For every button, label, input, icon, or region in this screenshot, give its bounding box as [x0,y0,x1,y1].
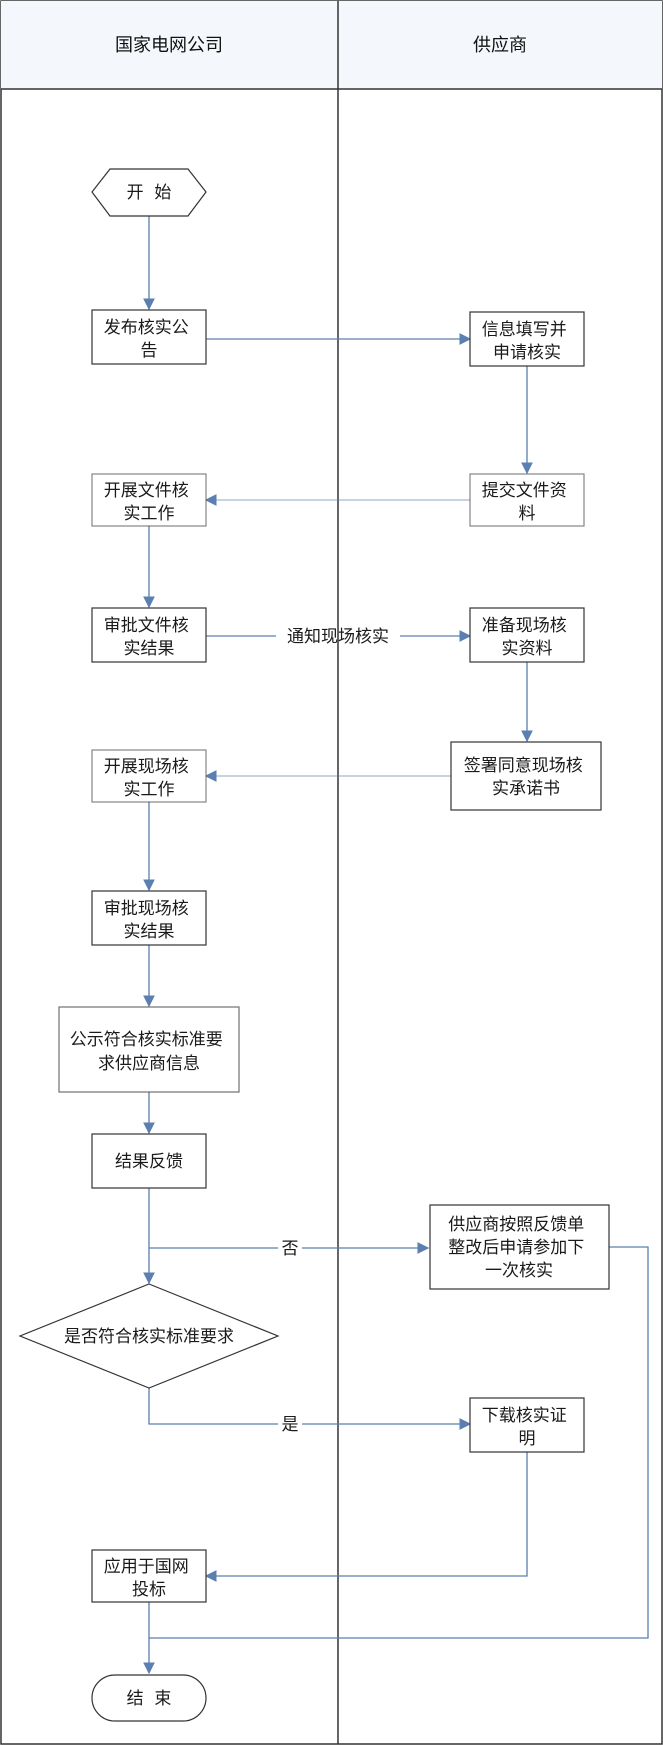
svg-text:开展现场核 实工作: 开展现场核 实工作 [104,757,194,800]
node-submit-docs: 提交文件资 料 [469,473,585,527]
node-doc-verify-line1: 开展文件核 [104,481,189,501]
node-site-verify-line1: 开展现场核 [104,757,189,777]
node-submit-docs-line2: 料 [519,504,536,524]
edge-download-to-applybid [204,1452,528,1582]
node-apply-bid-line1: 应用于国网 [104,1557,189,1577]
node-fill-apply-line2: 申请核实 [493,343,561,363]
node-fill-apply: 信息填写并 申请核实 [469,311,585,367]
node-publicize-line1: 公示符合核实标准要 [70,1030,223,1050]
node-doc-verify: 开展文件核 实工作 [91,473,207,527]
node-doc-approve: 审批文件核 实结果 [91,607,207,663]
svg-text:签署同意现场核 实承诺书: 签署同意现场核 实承诺书 [464,756,588,799]
node-publicize: 公示符合核实标准要 求供应商信息 [58,1006,240,1093]
node-submit-docs-line1: 提交文件资 [482,481,567,501]
node-end-label: 结 束 [127,1689,172,1709]
node-download-line2: 明 [519,1429,536,1449]
edge-label-notify-site: 通知现场核实 [287,627,389,647]
svg-text:下载核实证 明: 下载核实证 明 [482,1406,572,1449]
node-site-verify: 开展现场核 实工作 [91,749,207,803]
svg-text:应用于国网 投标: 应用于国网 投标 [104,1557,194,1600]
node-prep-site: 准备现场核 实资料 [469,607,585,663]
node-sign-pledge-line2: 实承诺书 [492,779,560,799]
node-doc-verify-line2: 实工作 [124,504,175,524]
node-site-approve: 审批现场核 实结果 [91,890,207,946]
svg-text:公示符合核实标准要 求供应商信息: 公示符合核实标准要 求供应商信息 [70,1030,228,1074]
lane-title-supplier: 供应商 [473,35,527,56]
edge-label-yes: 是 [282,1415,299,1435]
node-publish: 发布核实公 告 [91,309,207,365]
node-doc-approve-line2: 实结果 [124,639,175,659]
node-fill-apply-line1: 信息填写并 [482,320,567,340]
node-site-verify-line2: 实工作 [124,780,175,800]
svg-text:审批文件核 实结果: 审批文件核 实结果 [104,616,194,659]
node-publicize-line2: 求供应商信息 [98,1054,200,1074]
edge-label-no: 否 [282,1239,299,1259]
node-sign-pledge-line1: 签署同意现场核 [464,756,583,776]
node-doc-approve-line1: 审批文件核 [104,616,189,636]
node-apply-bid: 应用于国网 投标 [91,1549,207,1603]
svg-text:供应商按照反馈单 整改后申请参加下: 供应商按照反馈单 整改后申请参加下 一次核实 [448,1215,589,1281]
node-feedback: 结果反馈 [91,1133,207,1189]
node-feedback-label: 结果反馈 [115,1152,183,1172]
node-rectify: 供应商按照反馈单 整改后申请参加下 一次核实 [429,1204,610,1290]
svg-text:开展文件核 实工作: 开展文件核 实工作 [104,481,194,524]
node-start: 开 始 [91,168,207,217]
node-end: 结 束 [91,1674,207,1722]
node-rectify-line3: 一次核实 [485,1261,553,1281]
edge-rectify-loop [149,1246,649,1639]
svg-text:准备现场核 实资料: 准备现场核 实资料 [482,616,572,659]
node-rectify-line1: 供应商按照反馈单 [448,1215,584,1235]
node-publish-line1: 发布核实公 [104,318,189,338]
edge-yes-a [148,1388,278,1425]
node-publish-line2: 告 [141,341,158,361]
svg-text:发布核实公 告: 发布核实公 告 [104,318,194,361]
node-rectify-line2: 整改后申请参加下 [448,1238,584,1258]
svg-text:审批现场核 实结果: 审批现场核 实结果 [104,899,194,942]
node-site-approve-line2: 实结果 [124,922,175,942]
svg-text:提交文件资 料: 提交文件资 料 [482,481,572,524]
node-decision-label: 是否符合核实标准要求 [64,1327,234,1347]
node-decision: 是否符合核实标准要求 [18,1283,280,1389]
node-sign-pledge: 签署同意现场核 实承诺书 [450,741,602,811]
node-prep-site-line1: 准备现场核 [482,616,567,636]
lane-title-state-grid: 国家电网公司 [115,35,223,56]
node-prep-site-line2: 实资料 [502,639,553,659]
node-site-approve-line1: 审批现场核 [104,899,189,919]
node-start-label: 开 始 [127,183,172,203]
edges [143,216,649,1675]
node-download: 下载核实证 明 [469,1397,585,1453]
svg-text:信息填写并 申请核实: 信息填写并 申请核实 [482,320,572,363]
node-apply-bid-line2: 投标 [132,1580,166,1600]
node-download-line1: 下载核实证 [482,1406,567,1426]
